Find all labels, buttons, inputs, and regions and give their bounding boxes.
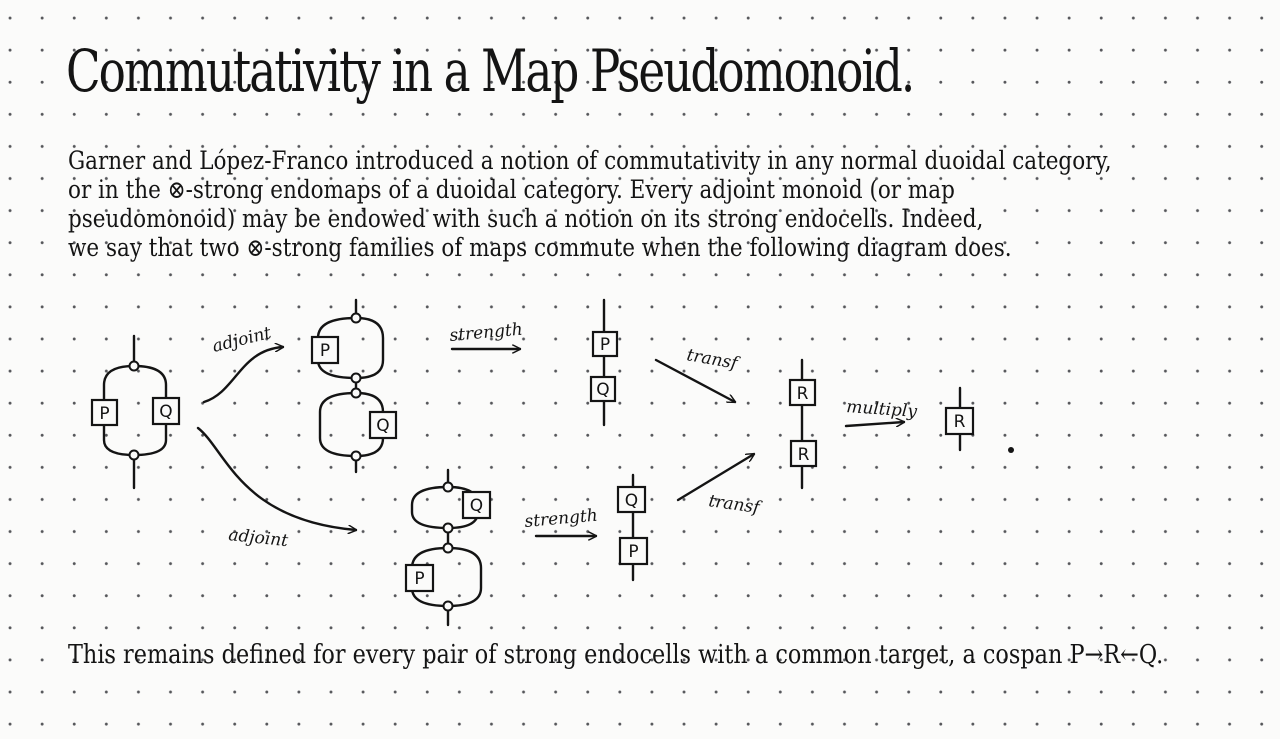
box-q (616, 485, 647, 514)
transf-bottom-arrow (676, 454, 754, 502)
strength-top-label: strength (449, 320, 524, 346)
box-q (461, 490, 492, 520)
box-q (589, 375, 617, 403)
box-r (789, 439, 818, 468)
transf-top-arrow (654, 358, 735, 404)
box-p (90, 398, 119, 427)
series-rr-diagram: R R (788, 358, 818, 490)
node (442, 542, 454, 554)
stacked-pq-diagram: P Q (310, 298, 398, 474)
node (350, 450, 362, 462)
stacked-qp-diagram: Q P (404, 468, 492, 627)
end-period (1008, 447, 1014, 453)
box-q (368, 410, 398, 440)
strength-bottom-label: strength (524, 506, 599, 532)
multiply-label: multiply (846, 397, 918, 422)
merge-node (128, 449, 140, 461)
paragraph-line: or in the ⊗-strong endomaps of a duoidal… (68, 175, 955, 204)
box-p-label: P (99, 404, 109, 424)
series-qp-diagram: Q P (616, 473, 649, 582)
box-q-label: Q (596, 380, 609, 400)
parallel-pq-diagram: P Q (90, 334, 181, 490)
box-q-label: Q (376, 416, 389, 436)
box-r (788, 378, 817, 407)
paragraph-line: we say that two ⊗-strong families of map… (68, 233, 1012, 262)
node (442, 481, 454, 493)
paragraph-line: Garner and López-Franco introduced a not… (68, 146, 1112, 175)
box-q-label: Q (470, 496, 483, 516)
box-q (151, 396, 181, 426)
box-q-label: Q (159, 402, 172, 422)
box-p-label: P (628, 542, 638, 562)
transf-bottom-label: transf (707, 491, 763, 518)
box-p (404, 563, 435, 593)
paragraph-line: pseudomonoid) may be endowed with such a… (68, 204, 984, 233)
box-p-label: P (600, 335, 610, 355)
box-r-label: R (954, 412, 966, 432)
box-r-label: R (797, 384, 809, 404)
footer-text: This remains defined for every pair of s… (68, 640, 1164, 670)
series-pq-diagram: P Q (589, 298, 619, 427)
transf-top-label: transf (685, 345, 741, 374)
box-p-label: P (320, 341, 330, 361)
box-p (591, 330, 619, 358)
node (442, 522, 454, 534)
node (350, 387, 362, 399)
box-r-label: R (798, 445, 810, 465)
node (442, 600, 454, 612)
box-p (310, 335, 340, 365)
single-r-diagram: R (944, 386, 975, 452)
split-node (128, 360, 140, 372)
intro-paragraph: Garner and López-Franco introduced a not… (68, 146, 1112, 262)
adjoint-bottom-label: adjoint (227, 525, 289, 551)
page-title: Commutativity in a Map Pseudomonoid. (66, 37, 915, 105)
adjoint-bottom-arrow (196, 426, 356, 530)
adjoint-top-arrow (202, 347, 283, 404)
box-p (618, 536, 649, 566)
box-p-label: P (414, 569, 424, 589)
box-r (944, 406, 975, 436)
box-q-label: Q (625, 491, 638, 511)
node (350, 312, 362, 324)
node (350, 372, 362, 384)
multiply-arrow (844, 422, 904, 428)
